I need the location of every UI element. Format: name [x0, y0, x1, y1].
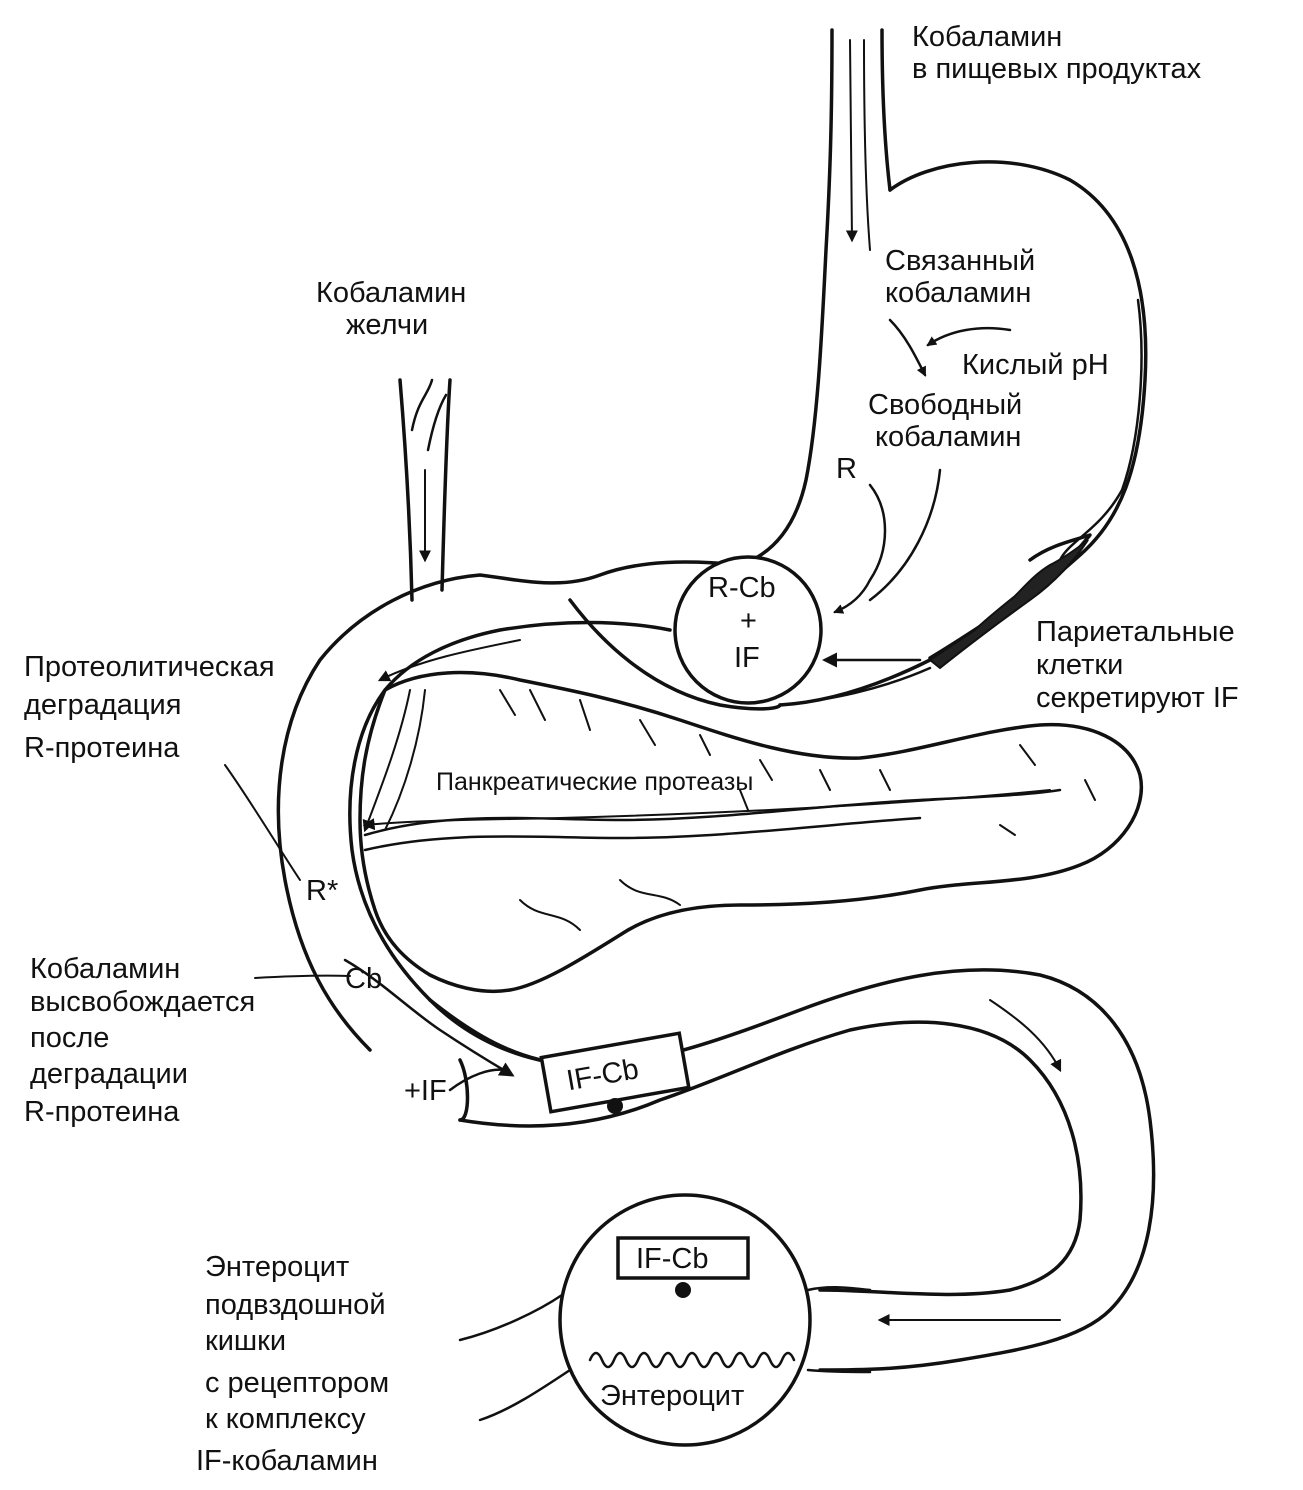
- food-cobalamin-label-1: Кобаламин: [912, 21, 1062, 53]
- bound-cobalamin-label-2: кобаламин: [885, 277, 1031, 309]
- parietal-cells: [928, 539, 1089, 670]
- released-label-1: Кобаламин: [30, 953, 180, 985]
- flow-arrows: [224, 318, 1012, 1092]
- pancreas: [358, 670, 1144, 994]
- cb-label: Cb: [345, 963, 382, 995]
- free-cobalamin-label-1: Свободный: [868, 389, 1022, 421]
- enterocyte-desc-label-6: IF-кобаламин: [196, 1445, 378, 1477]
- receptor-villi: [588, 1351, 796, 1369]
- if-cb-gut-complex: [539, 1031, 691, 1114]
- r-cb-label: R-Cb: [708, 572, 776, 604]
- bile-duct: [398, 378, 452, 602]
- r-cb-if-complex: [673, 555, 823, 705]
- released-label-4: деградации: [30, 1058, 188, 1090]
- parietal-label-2: клетки: [1036, 649, 1123, 681]
- enterocyte-desc-label-3: кишки: [205, 1325, 286, 1357]
- parietal-label-3: секретируют IF: [1036, 682, 1239, 714]
- r-label: R: [836, 453, 857, 485]
- enterocyte-desc-label-2: подвздошной: [205, 1289, 386, 1321]
- plus-if-label: +IF: [404, 1075, 447, 1107]
- free-cobalamin-label-2: кобаламин: [875, 421, 1021, 453]
- proteolytic-label-3: R-протеина: [24, 732, 180, 764]
- released-label-3: после: [30, 1022, 109, 1054]
- released-label-5: R-протеина: [24, 1096, 180, 1128]
- enterocyte-cell: [458, 1193, 872, 1447]
- r-star-label: R*: [306, 875, 338, 907]
- bile-cobalamin-label-2: желчи: [346, 309, 428, 341]
- enterocyte-label: Энтероцит: [600, 1380, 744, 1412]
- enterocyte-desc-label-4: с рецептором: [205, 1367, 389, 1399]
- released-label-2: высвобождается: [30, 986, 255, 1018]
- proteolytic-label-1: Протеолитическая: [24, 651, 275, 683]
- parietal-label-1: Париетальные: [1036, 616, 1235, 648]
- plus-label: +: [740, 605, 757, 637]
- stomach: [778, 160, 1148, 707]
- acid-ph-label: Кислый pH: [962, 349, 1109, 381]
- enterocyte-desc-label-1: Энтероцит: [205, 1251, 349, 1283]
- if-cb-cell-label: IF-Cb: [636, 1243, 709, 1275]
- pancreatic-proteases-label: Панкреатические протеазы: [436, 768, 753, 796]
- bile-cobalamin-label-1: Кобаламин: [316, 277, 466, 309]
- food-cobalamin-label-2: в пищевых продуктах: [912, 53, 1202, 85]
- proteolytic-label-2: деградация: [24, 689, 181, 721]
- if-label: IF: [734, 642, 760, 674]
- enterocyte-desc-label-5: к комплексу: [205, 1403, 366, 1435]
- if-cb-cell-box: [616, 1236, 750, 1280]
- esophagus: [738, 28, 892, 567]
- bound-cobalamin-label-1: Связанный: [885, 245, 1035, 277]
- if-cb-cell-dot: [675, 1282, 691, 1298]
